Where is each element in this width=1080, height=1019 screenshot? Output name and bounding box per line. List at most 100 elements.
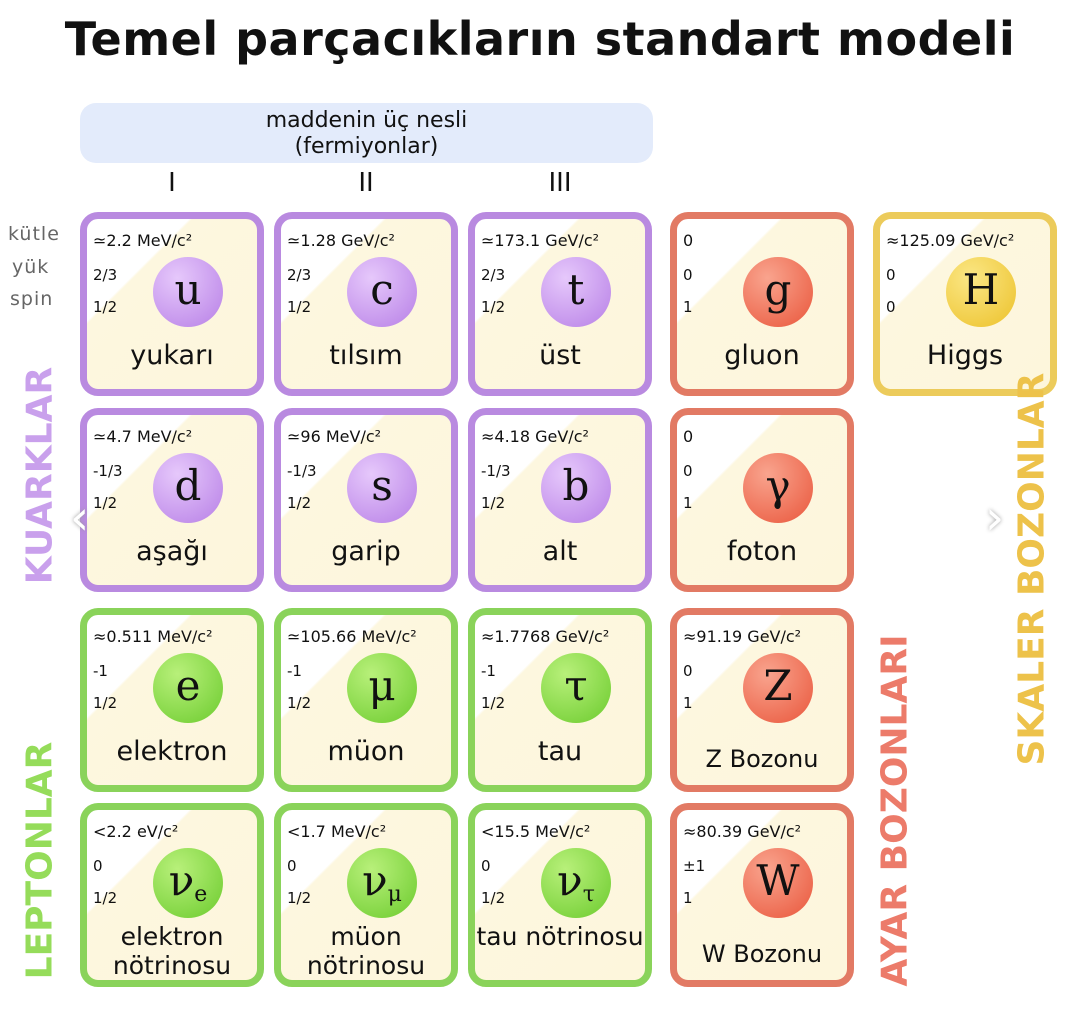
particle-symbol: Z — [763, 661, 793, 710]
particle-card-tau: ≈1.7768 GeV/c² -1 1/2 τ tau — [468, 608, 652, 792]
previous-arrow-icon[interactable]: ‹ — [70, 490, 90, 546]
particle-symbol-circle: νμ — [347, 848, 417, 918]
particle-spin: 1/2 — [93, 298, 118, 316]
particle-symbol-circle: d — [153, 453, 223, 523]
particle-mass: ≈0.511 MeV/c² — [93, 627, 213, 646]
particle-spin: 1 — [683, 694, 693, 712]
next-arrow-icon[interactable]: › — [985, 490, 1005, 546]
particle-symbol: ν — [168, 856, 195, 905]
particle-symbol: ν — [362, 856, 388, 905]
particle-name: W Bozonu — [701, 940, 823, 968]
generations-header: maddenin üç nesli (fermiyonlar) — [80, 103, 653, 163]
particle-symbol-circle: W — [743, 848, 813, 918]
particle-charge: ±1 — [683, 857, 706, 875]
particle-charge: -1/3 — [93, 462, 123, 480]
particle-charge: 2/3 — [93, 266, 118, 284]
particle-mass: ≃1.28 GeV/c² — [287, 231, 395, 250]
particle-symbol: s — [371, 461, 393, 510]
leptons-group-label: LEPTONLAR — [19, 741, 61, 980]
particle-mass: ≃4.7 MeV/c² — [93, 427, 193, 446]
particle-symbol: ν — [557, 856, 583, 905]
particle-symbol: H — [962, 265, 1000, 314]
particle-symbol-circle: g — [743, 257, 813, 327]
particle-symbol-circle: μ — [347, 653, 417, 723]
particle-symbol: c — [370, 265, 394, 314]
particle-charge: 0 — [287, 857, 297, 875]
particle-symbol-circle: νe — [153, 848, 223, 918]
particle-symbol: u — [174, 265, 202, 314]
particle-spin: 1/2 — [287, 494, 312, 512]
particle-mass: <1.7 MeV/c² — [287, 822, 387, 841]
particle-name: müon nötrinosu — [306, 922, 426, 980]
generation-1-label: I — [168, 168, 176, 198]
particle-spin: 1/2 — [287, 298, 312, 316]
particle-charge: -1/3 — [481, 462, 511, 480]
particle-mass: ≈1.7768 GeV/c² — [481, 627, 610, 646]
particle-charge: -1 — [93, 662, 108, 680]
particle-charge: -1 — [481, 662, 496, 680]
particle-mass: <15.5 MeV/c² — [481, 822, 591, 841]
particle-spin: 1/2 — [481, 298, 506, 316]
particle-charge: -1/3 — [287, 462, 317, 480]
particle-symbol: γ — [765, 461, 791, 510]
particle-mass: ≃96 MeV/c² — [287, 427, 382, 446]
particle-mass: 0 — [683, 427, 694, 446]
scalar-bosons-group-label: SKALER BOZONLAR — [1011, 372, 1053, 766]
particle-charge: 0 — [481, 857, 491, 875]
particle-spin: 1/2 — [93, 494, 118, 512]
particle-spin: 1 — [683, 494, 693, 512]
particle-name: gluon — [724, 340, 800, 371]
particle-symbol-circle: s — [347, 453, 417, 523]
particle-spin: 1/2 — [287, 694, 312, 712]
particle-card-electron: ≈0.511 MeV/c² -1 1/2 e elektron — [80, 608, 264, 792]
particle-charge: 0 — [683, 462, 693, 480]
particle-name: müon — [327, 736, 405, 767]
particle-symbol: W — [756, 856, 800, 905]
particle-spin: 0 — [886, 298, 896, 316]
particle-symbol-circle: γ — [743, 453, 813, 523]
particle-name: tılsım — [329, 340, 403, 371]
particle-symbol: g — [764, 265, 792, 314]
particle-symbol: e — [175, 661, 201, 710]
particle-card-strange: ≃96 MeV/c² -1/3 1/2 s garip — [274, 408, 458, 592]
particle-symbol-circle: τ — [541, 653, 611, 723]
particle-name: Z Bozonu — [705, 745, 819, 773]
particle-symbol-circle: b — [541, 453, 611, 523]
particle-symbol: t — [567, 265, 585, 314]
particle-mass: ≈4.18 GeV/c² — [481, 427, 589, 446]
particle-mass: ≃105.66 MeV/c² — [287, 627, 417, 646]
particle-spin: 1/2 — [481, 694, 506, 712]
particle-name: foton — [726, 536, 798, 567]
particle-symbol-circle: e — [153, 653, 223, 723]
particle-name: yukarı — [130, 340, 214, 371]
particle-symbol-subscript: e — [194, 882, 208, 907]
particle-symbol-circle: Z — [743, 653, 813, 723]
particle-symbol-circle: H — [946, 257, 1016, 327]
particle-spin: 1/2 — [481, 494, 506, 512]
particle-name: üst — [539, 340, 581, 371]
particle-symbol: τ — [564, 661, 588, 710]
particle-charge: 0 — [683, 266, 693, 284]
particle-name: elektron — [116, 736, 228, 767]
particle-spin: 1/2 — [93, 694, 118, 712]
generations-line1: maddenin üç nesli — [265, 108, 468, 133]
particle-spin: 1 — [683, 889, 693, 907]
particle-symbol: μ — [368, 661, 396, 710]
particle-name: tau — [537, 736, 583, 767]
particle-mass: ≈125.09 GeV/c² — [886, 231, 1015, 250]
particle-card-charm: ≃1.28 GeV/c² 2/3 1/2 c tılsım — [274, 212, 458, 396]
particle-name: elektron nötrinosu — [112, 922, 232, 980]
particle-name: garip — [331, 536, 401, 567]
particle-charge: 2/3 — [287, 266, 312, 284]
particle-mass: ≃173.1 GeV/c² — [481, 231, 600, 250]
particle-mass: <2.2 eV/c² — [93, 822, 179, 841]
